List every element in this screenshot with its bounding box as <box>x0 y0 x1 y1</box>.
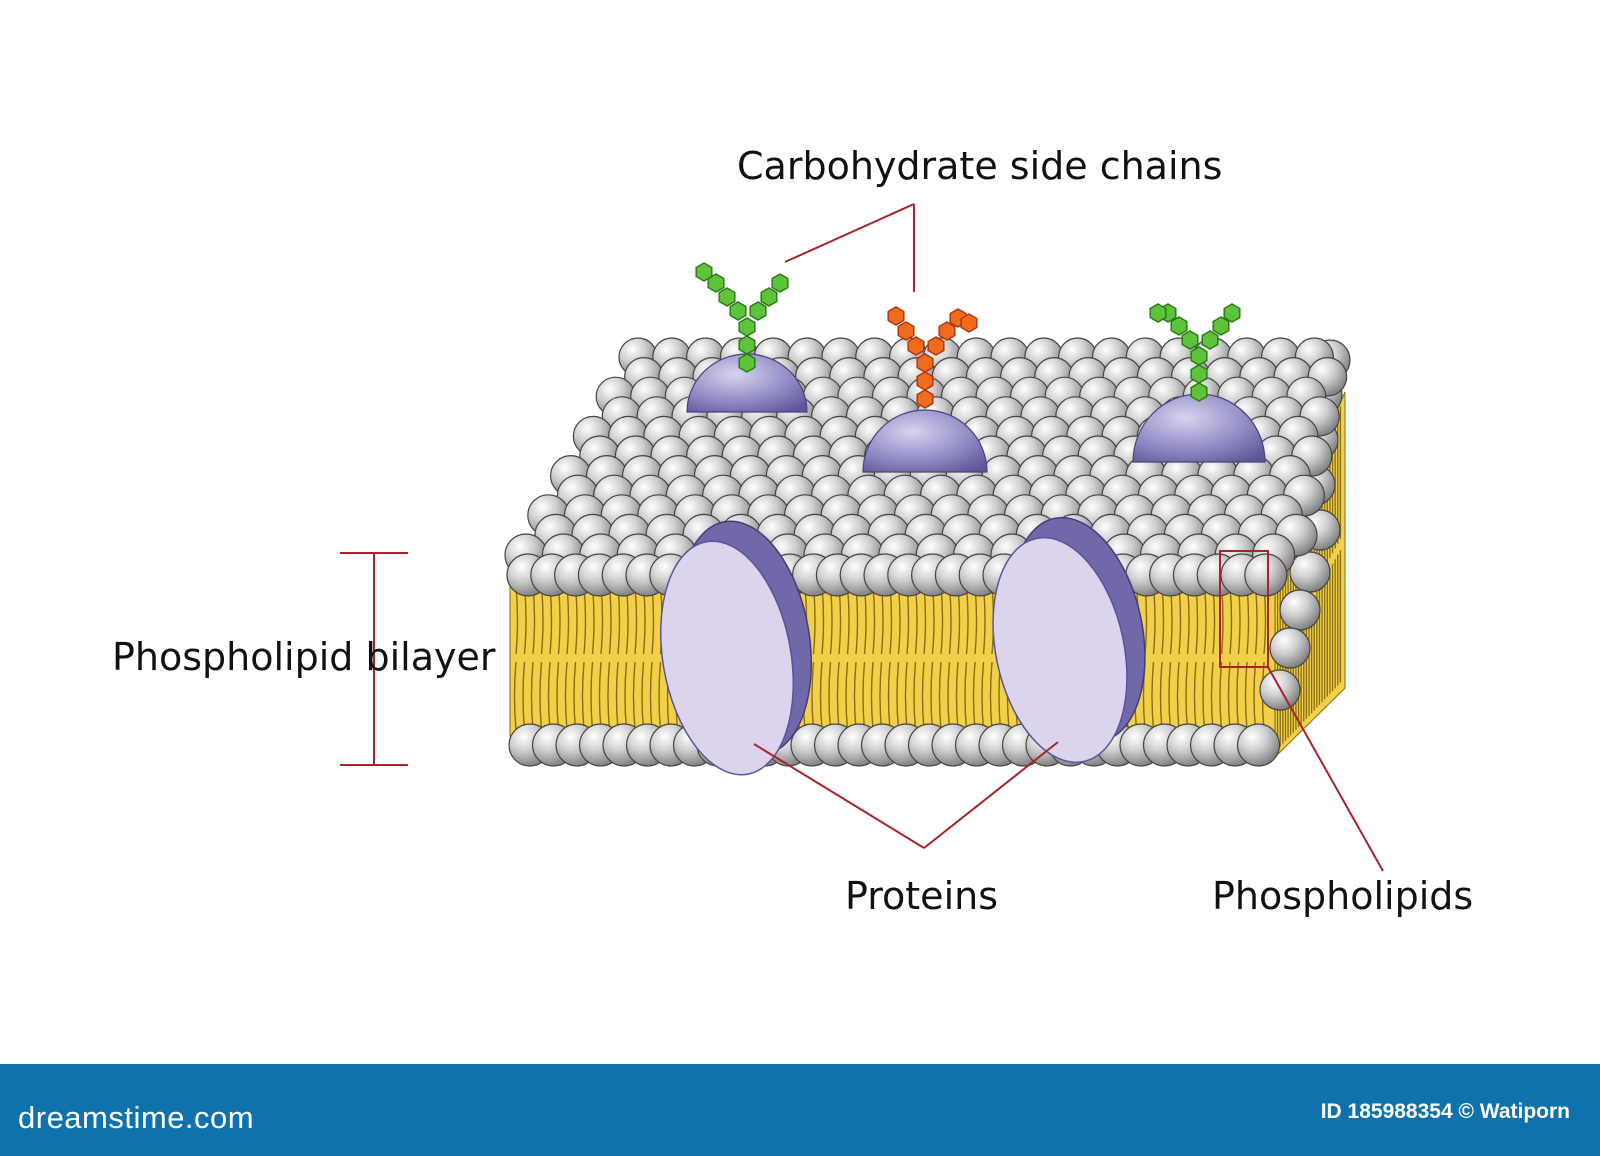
tail-lower-line <box>547 661 551 731</box>
tail-lower-line <box>828 661 832 731</box>
membrane-diagram: Carbohydrate side chains Phospholipid bi… <box>112 144 1474 918</box>
tail-lower-line <box>1227 661 1231 731</box>
pointer-proteins-left <box>753 743 925 849</box>
transmembrane-protein <box>992 536 1128 764</box>
pointer-proteins-right <box>923 741 1059 849</box>
sugar-unit <box>1149 303 1167 323</box>
sugar-unit <box>749 301 767 321</box>
tail-lower-line <box>1202 661 1206 731</box>
sugar-unit <box>1201 330 1219 350</box>
sugar-unit <box>897 321 915 341</box>
phospholipid-head <box>1244 553 1288 597</box>
sugar-unit <box>729 301 747 321</box>
phospholipid-head <box>1236 723 1281 767</box>
tail-lower-line <box>947 661 951 731</box>
footer-brand: dreamstime.com <box>18 1100 255 1135</box>
sugar-unit <box>695 262 713 282</box>
tail-lower-line <box>522 661 526 731</box>
tail-lower-line <box>564 661 568 731</box>
tail-lower-line <box>1176 661 1180 731</box>
tail-lower-line <box>1168 661 1172 731</box>
sugar-unit <box>1181 330 1199 350</box>
tail-lower-line <box>896 661 900 731</box>
label-phospholipid-bilayer: Phospholipid bilayer <box>112 635 496 679</box>
tail-lower-line <box>955 661 959 731</box>
phospholipid-head <box>1289 551 1331 593</box>
tail-lower-line <box>981 661 985 731</box>
sugar-unit <box>907 336 925 356</box>
tail-lower-line <box>989 661 993 731</box>
membrane-svg <box>340 203 1384 872</box>
sugar-unit <box>887 306 905 326</box>
tail-lower-line <box>913 661 917 731</box>
surface-protein <box>686 353 808 413</box>
tail-lower-line <box>513 661 517 731</box>
tail-lower-line <box>581 661 585 731</box>
tail-lower-line <box>862 661 866 731</box>
sugar-unit <box>771 273 789 293</box>
tail-lower-line <box>1244 661 1248 731</box>
label-carbohydrate-side-chains: Carbohydrate side chains <box>737 144 1223 188</box>
tail-lower-line <box>590 661 594 731</box>
tail-lower-line <box>632 661 636 731</box>
sugar-unit <box>916 371 934 391</box>
tail-lower-line <box>938 661 942 731</box>
sugar-unit <box>927 336 945 356</box>
sugar-unit <box>1212 316 1230 336</box>
sugar-unit <box>718 287 736 307</box>
pointer-phospholipids <box>1267 666 1384 872</box>
tail-lower-line <box>887 661 891 731</box>
tail-lower-line <box>539 661 543 731</box>
tail-lower-line <box>615 661 619 731</box>
tail-lower-line <box>649 661 653 731</box>
footer-bar: dreamstime.com ID 185988354 © Watiporn <box>0 1064 1600 1156</box>
sugar-unit <box>916 389 934 409</box>
sugar-unit <box>738 317 756 337</box>
tail-lower-line <box>845 661 849 731</box>
tail-lower-line <box>964 661 968 731</box>
phospholipid-highlight-box <box>1219 550 1269 668</box>
sugar-unit <box>938 321 956 341</box>
tail-lower-line <box>819 661 823 731</box>
surface-protein <box>862 409 988 473</box>
sugar-unit <box>1170 316 1188 336</box>
sugar-unit <box>760 287 778 307</box>
tail-lower-line <box>658 661 662 731</box>
sugar-unit <box>916 353 934 373</box>
front-tail-face <box>509 577 1276 737</box>
sugar-unit <box>738 353 756 373</box>
tail-lower-line <box>1193 661 1197 731</box>
tail-lower-line <box>921 661 925 731</box>
phospholipid-head <box>1279 589 1321 631</box>
footer-credit: ID 185988354 © Watiporn <box>1320 1100 1570 1123</box>
tail-lower-line <box>607 661 611 731</box>
phospholipid-head <box>1269 627 1311 669</box>
tail-lower-line <box>556 661 560 731</box>
transmembrane-protein <box>659 540 795 776</box>
sugar-unit <box>1190 346 1208 366</box>
tail-lower-line <box>641 661 645 731</box>
sugar-unit <box>1190 382 1208 402</box>
label-proteins: Proteins <box>845 874 999 918</box>
label-phospholipids: Phospholipids <box>1212 874 1474 918</box>
tail-lower-line <box>870 661 874 731</box>
sugar-unit <box>1223 303 1241 323</box>
pointer-carb-left <box>784 203 915 263</box>
tail-lower-line <box>1219 661 1223 731</box>
sugar-unit <box>1190 364 1208 384</box>
sugar-unit <box>738 335 756 355</box>
sugar-unit <box>960 313 978 333</box>
tail-lower-line <box>1151 661 1155 731</box>
